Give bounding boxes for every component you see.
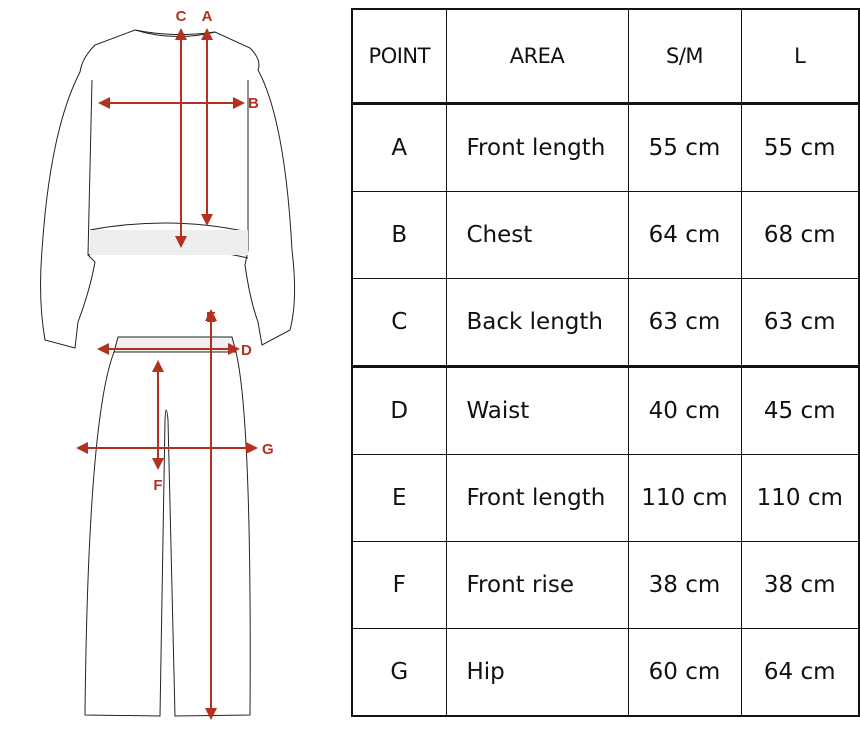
label-d: D (241, 342, 252, 359)
sweatshirt-drawing (40, 29, 296, 349)
table-row: D Waist 40 cm 45 cm (351, 365, 860, 455)
table-row: C Back length 63 cm 63 cm (351, 278, 860, 367)
measurement-arrows (76, 28, 258, 720)
l-cell: 110 cm (740, 454, 860, 542)
l-cell: 55 cm (740, 102, 860, 192)
point-cell: F (351, 541, 447, 629)
area-cell: Chest (445, 191, 629, 279)
sm-cell: 60 cm (627, 628, 742, 717)
table-row: G Hip 60 cm 64 cm (351, 628, 860, 717)
l-cell: 64 cm (740, 628, 860, 717)
label-f: F (153, 477, 162, 494)
area-cell: Waist (445, 365, 629, 455)
area-cell: Back length (445, 278, 629, 367)
table-row: F Front rise 38 cm 38 cm (351, 541, 860, 629)
table-row: A Front length 55 cm 55 cm (351, 102, 860, 192)
l-cell: 45 cm (740, 365, 860, 455)
point-cell: B (351, 191, 447, 279)
table-header-row: POINT AREA S/M L (351, 8, 860, 104)
l-cell: 38 cm (740, 541, 860, 629)
sm-cell: 55 cm (627, 102, 742, 192)
sm-cell: 110 cm (627, 454, 742, 542)
point-cell: E (351, 454, 447, 542)
area-cell: Hip (445, 628, 629, 717)
table-row: E Front length 110 cm 110 cm (351, 454, 860, 542)
label-e: E (206, 309, 216, 326)
area-cell: Front length (445, 454, 629, 542)
label-a: A (202, 8, 213, 25)
l-cell: 68 cm (740, 191, 860, 279)
area-cell: Front rise (445, 541, 629, 629)
sm-cell: 63 cm (627, 278, 742, 367)
sm-cell: 38 cm (627, 541, 742, 629)
header-l: L (740, 8, 860, 104)
l-cell: 63 cm (740, 278, 860, 367)
sm-cell: 64 cm (627, 191, 742, 279)
header-point: POINT (351, 8, 447, 104)
label-g: G (262, 441, 274, 458)
point-cell: C (351, 278, 447, 367)
point-cell: G (351, 628, 447, 717)
garment-illustration: A B C D E F G (40, 8, 296, 720)
header-area: AREA (445, 8, 629, 104)
sm-cell: 40 cm (627, 365, 742, 455)
table-row: B Chest 64 cm 68 cm (351, 191, 860, 279)
size-chart-table: POINT AREA S/M L A Front length 55 cm 55… (351, 8, 860, 717)
label-c: C (176, 8, 187, 25)
label-b: B (248, 95, 259, 112)
point-cell: A (351, 102, 447, 192)
header-sm: S/M (627, 8, 742, 104)
point-cell: D (351, 365, 447, 455)
area-cell: Front length (445, 102, 629, 192)
pants-drawing (84, 336, 251, 717)
